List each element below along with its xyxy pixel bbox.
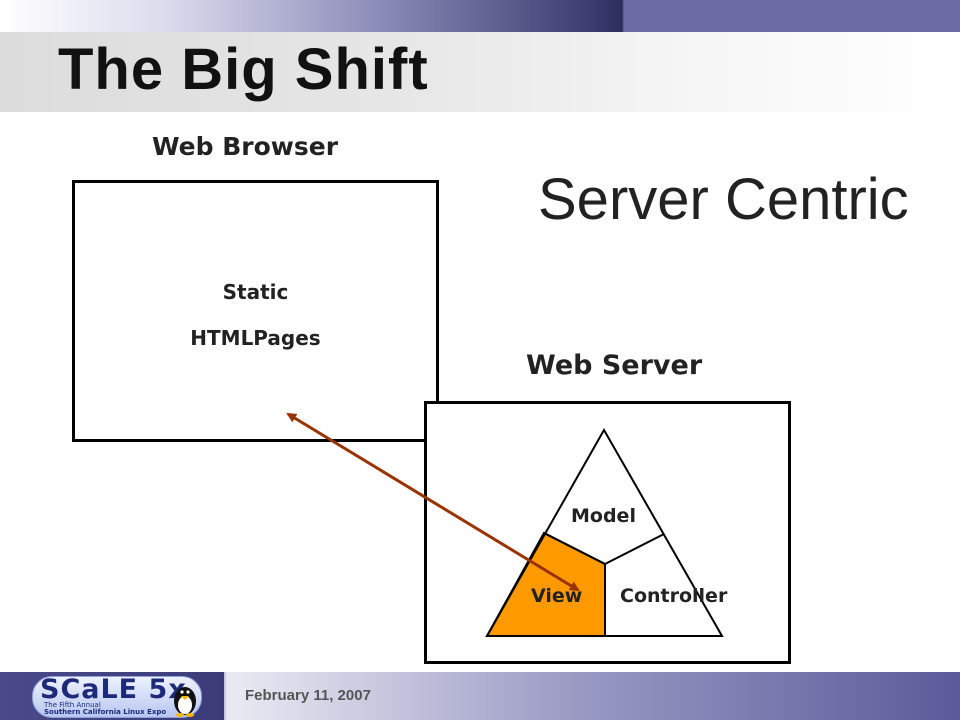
title-band — [0, 32, 960, 112]
view-label: View — [531, 585, 583, 607]
html-pages-label: HTMLPages — [190, 326, 321, 350]
scale-logo — [32, 676, 202, 718]
divider-model-controller — [604, 533, 665, 565]
controller-label: Controller — [620, 585, 728, 607]
static-label: Static — [222, 280, 289, 304]
server-centric-heading: Server Centric — [538, 167, 909, 232]
slide-title: The Big Shift — [58, 37, 429, 102]
web-browser-label: Web Browser — [152, 132, 339, 161]
model-label: Model — [571, 505, 636, 527]
web-browser-box — [72, 180, 439, 442]
scale-logo-text: SCaLE 5x — [40, 674, 187, 705]
footer-divider — [224, 672, 226, 720]
logo-subtitle-1: The Fifth Annual — [44, 701, 101, 709]
top-banner — [0, 0, 960, 32]
footer-date: February 11, 2007 — [245, 687, 371, 704]
logo-subtitle-2: Southern California Linux Expo — [44, 708, 167, 716]
request-arrow — [286, 412, 580, 592]
web-server-label: Web Server — [526, 350, 703, 381]
